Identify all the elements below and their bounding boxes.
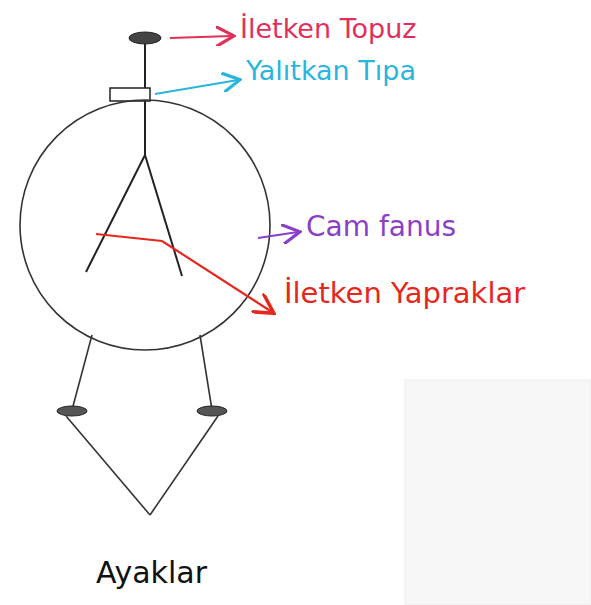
leaf: [145, 155, 182, 276]
stopper: [110, 88, 150, 101]
part-label: İletken Topuz: [240, 14, 417, 44]
part-label: İletken Yapraklar: [284, 278, 525, 310]
leaf: [86, 155, 145, 272]
knob: [129, 32, 161, 44]
part-label: Yalıtkan Tıpa: [246, 56, 416, 86]
glass-jar: [20, 100, 270, 350]
part-label: Ayaklar: [96, 556, 207, 589]
part-label: Cam fanus: [306, 212, 456, 243]
